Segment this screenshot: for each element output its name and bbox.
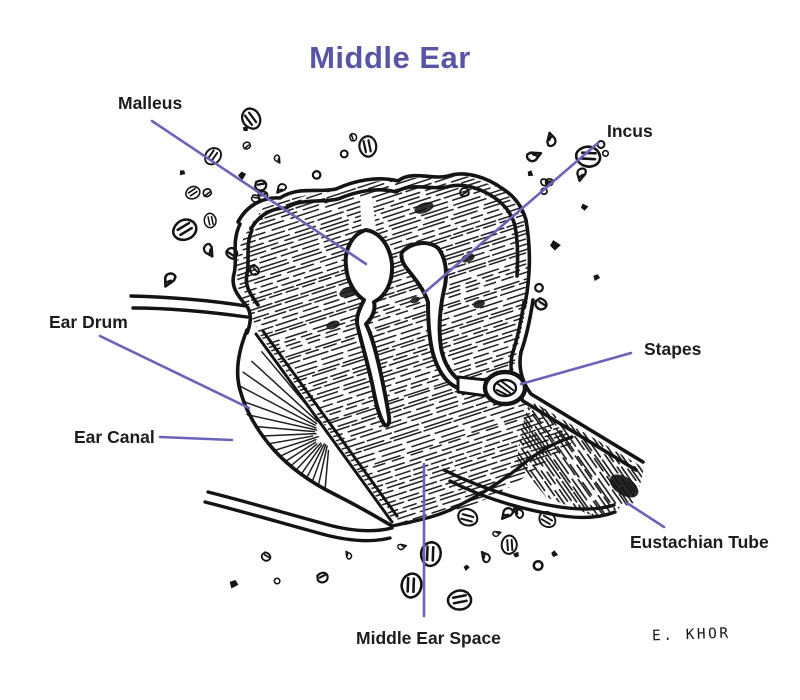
ear-canal-walls <box>129 294 394 543</box>
stapes-bone <box>456 369 528 407</box>
ear-drum-arc <box>235 328 394 528</box>
label-stapes: Stapes <box>644 339 702 359</box>
artist-signature: E. KHOR <box>651 625 731 645</box>
malleus-bone <box>343 228 395 428</box>
malleus-ligament-gap <box>360 197 377 238</box>
label-ear-canal: Ear Canal <box>74 427 155 447</box>
leader-line-stapes <box>519 351 633 386</box>
label-malleus: Malleus <box>118 93 183 113</box>
label-middle-ear-space: Middle Ear Space <box>356 628 501 648</box>
leader-line-eustachian-tube <box>625 501 666 529</box>
leader-line-incus <box>422 141 600 295</box>
bone-debris-field <box>160 106 611 615</box>
label-incus: Incus <box>607 121 653 141</box>
leader-line-malleus <box>150 119 368 266</box>
page-title: Middle Ear <box>309 40 471 75</box>
label-ear-drum: Ear Drum <box>49 312 128 332</box>
tube-tip-shading <box>609 474 639 498</box>
label-eustachian-tube: Eustachian Tube <box>630 532 769 552</box>
leader-line-ear-drum <box>98 334 251 410</box>
leader-line-ear-canal <box>158 435 234 442</box>
eustachian-tube-walls <box>442 468 617 520</box>
